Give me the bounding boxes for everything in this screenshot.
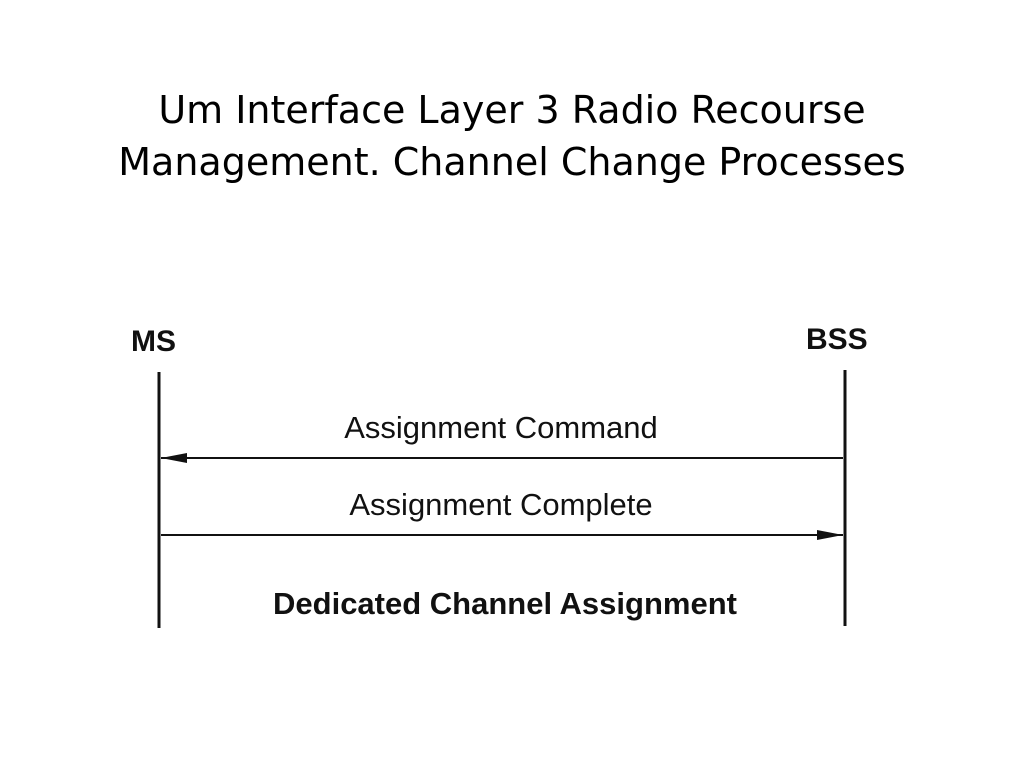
- slide-title-line-1: Um Interface Layer 3 Radio Recourse: [158, 88, 866, 132]
- slide-title-line-2: Management. Channel Change Processes: [118, 140, 906, 184]
- dedicated-channel-caption: Dedicated Channel Assignment: [273, 586, 737, 621]
- bss-entity-label: BSS: [806, 323, 868, 356]
- assignment-complete-label: Assignment Complete: [349, 487, 652, 522]
- slide-title: Um Interface Layer 3 Radio Recourse Mana…: [0, 84, 1024, 188]
- ms-entity-label: MS: [131, 325, 176, 358]
- assignment-command-label: Assignment Command: [344, 410, 658, 445]
